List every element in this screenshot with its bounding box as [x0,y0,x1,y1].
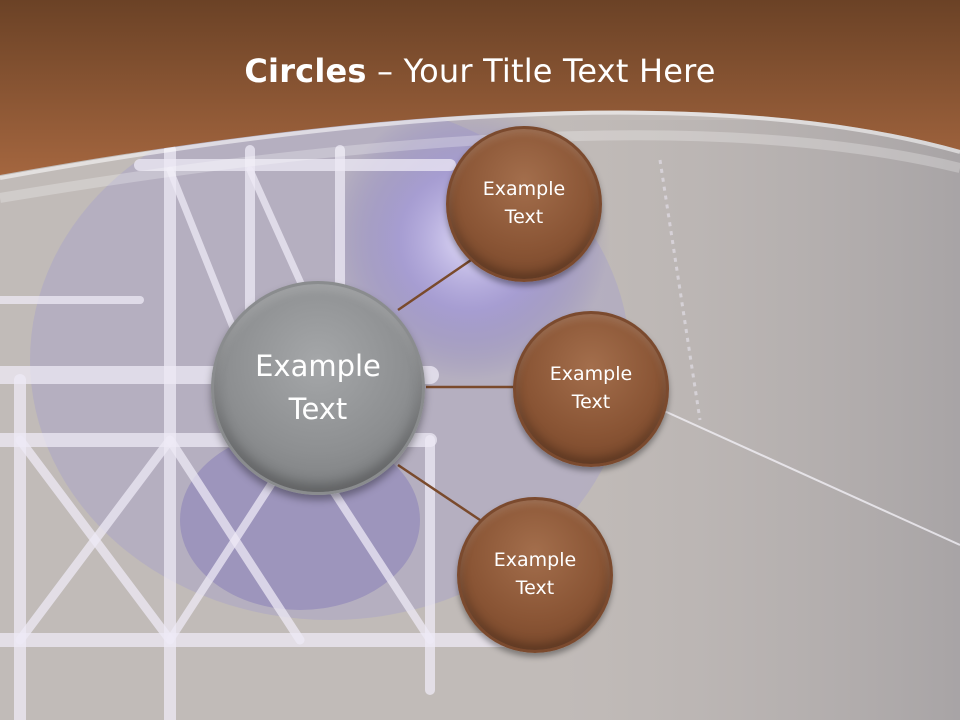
connector-top [397,256,475,312]
title-rest: – Your Title Text Here [366,52,716,90]
node-circle-bottom[interactable]: Example Text [457,497,613,653]
node-label: Example Text [549,363,633,413]
node-circle-top[interactable]: Example Text [446,126,602,282]
center-circle-label: Example Text [255,348,381,427]
slide-title: Circles – Your Title Text Here [0,52,960,90]
node-label: Example Text [482,178,566,228]
node-circle-middle[interactable]: Example Text [513,311,669,467]
title-bold: Circles [244,52,367,90]
connector-bottom [397,463,481,522]
center-circle[interactable]: Example Text [211,281,425,495]
node-label: Example Text [493,549,577,599]
